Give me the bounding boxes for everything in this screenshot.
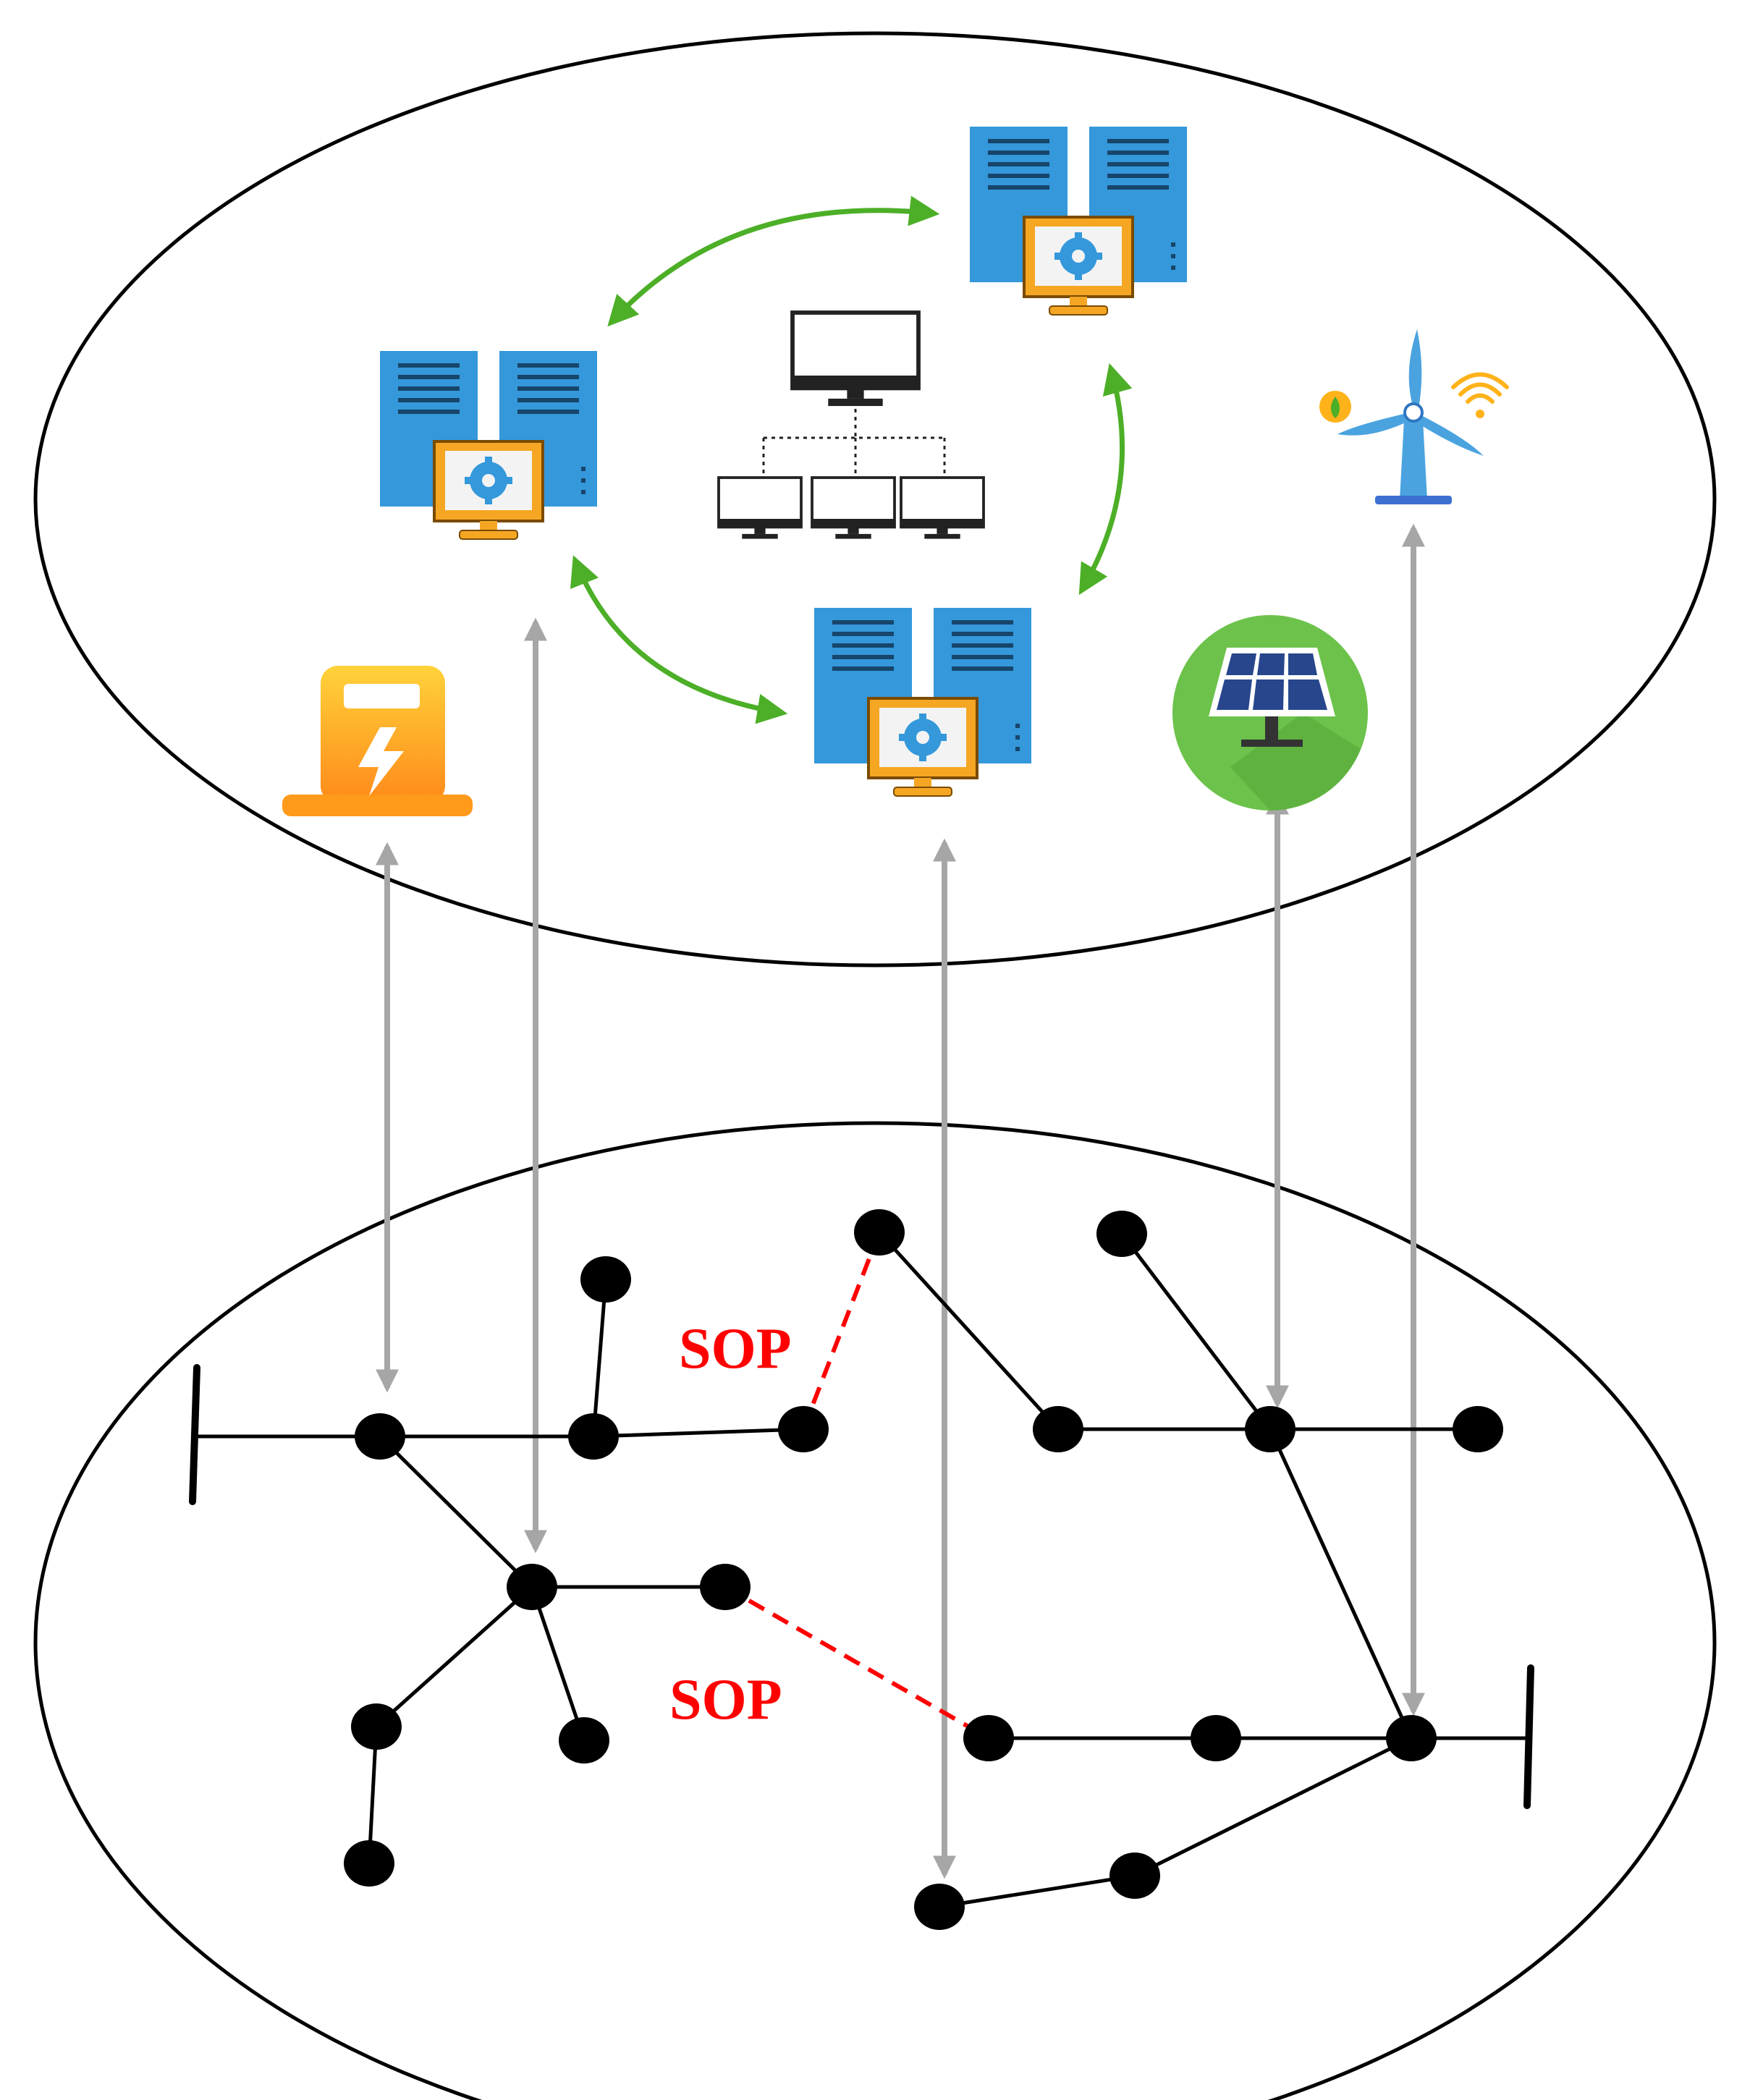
- node: [1109, 1853, 1160, 1899]
- node: [1096, 1211, 1147, 1257]
- node: [778, 1406, 829, 1452]
- sync-arrow-top: [607, 195, 940, 327]
- server-icon: [970, 127, 1187, 315]
- sop-links: [724, 1231, 990, 1740]
- node: [1245, 1406, 1295, 1452]
- computer-network-icon: [717, 313, 985, 541]
- physical-layer-ellipse: [33, 1121, 1717, 2100]
- node: [344, 1840, 394, 1887]
- server-sync-arrows: [570, 195, 1133, 724]
- node: [1386, 1715, 1437, 1761]
- vertical-arrows: [376, 523, 1425, 1879]
- sync-arrow-right: [1078, 363, 1133, 596]
- node: [559, 1717, 609, 1764]
- sop-label-top: SOP: [679, 1317, 792, 1381]
- network-nodes: [344, 1209, 1503, 1930]
- sop-link-top: [801, 1231, 882, 1431]
- slack-bus-bars: [189, 1364, 1534, 1809]
- node: [355, 1413, 405, 1460]
- charging-station-icon: [282, 666, 473, 816]
- node: [568, 1413, 619, 1460]
- node: [1453, 1406, 1503, 1452]
- node: [1033, 1406, 1083, 1452]
- node: [700, 1564, 751, 1610]
- node: [580, 1256, 631, 1303]
- cyber-layer-ellipse: [33, 31, 1717, 968]
- node: [351, 1703, 402, 1750]
- solar-panel-icon: [1172, 615, 1368, 810]
- node: [1191, 1715, 1241, 1761]
- sop-label-bottom: SOP: [669, 1668, 782, 1732]
- node: [854, 1209, 905, 1256]
- network-lines: [197, 1231, 1531, 1909]
- node: [914, 1884, 965, 1930]
- node: [507, 1564, 557, 1610]
- sop-link-bottom: [724, 1585, 990, 1740]
- wind-turbine-icon: [1319, 329, 1509, 504]
- server-icon: [814, 608, 1031, 796]
- server-icon: [380, 351, 597, 539]
- node: [963, 1715, 1014, 1761]
- sync-arrow-bottom: [570, 555, 788, 724]
